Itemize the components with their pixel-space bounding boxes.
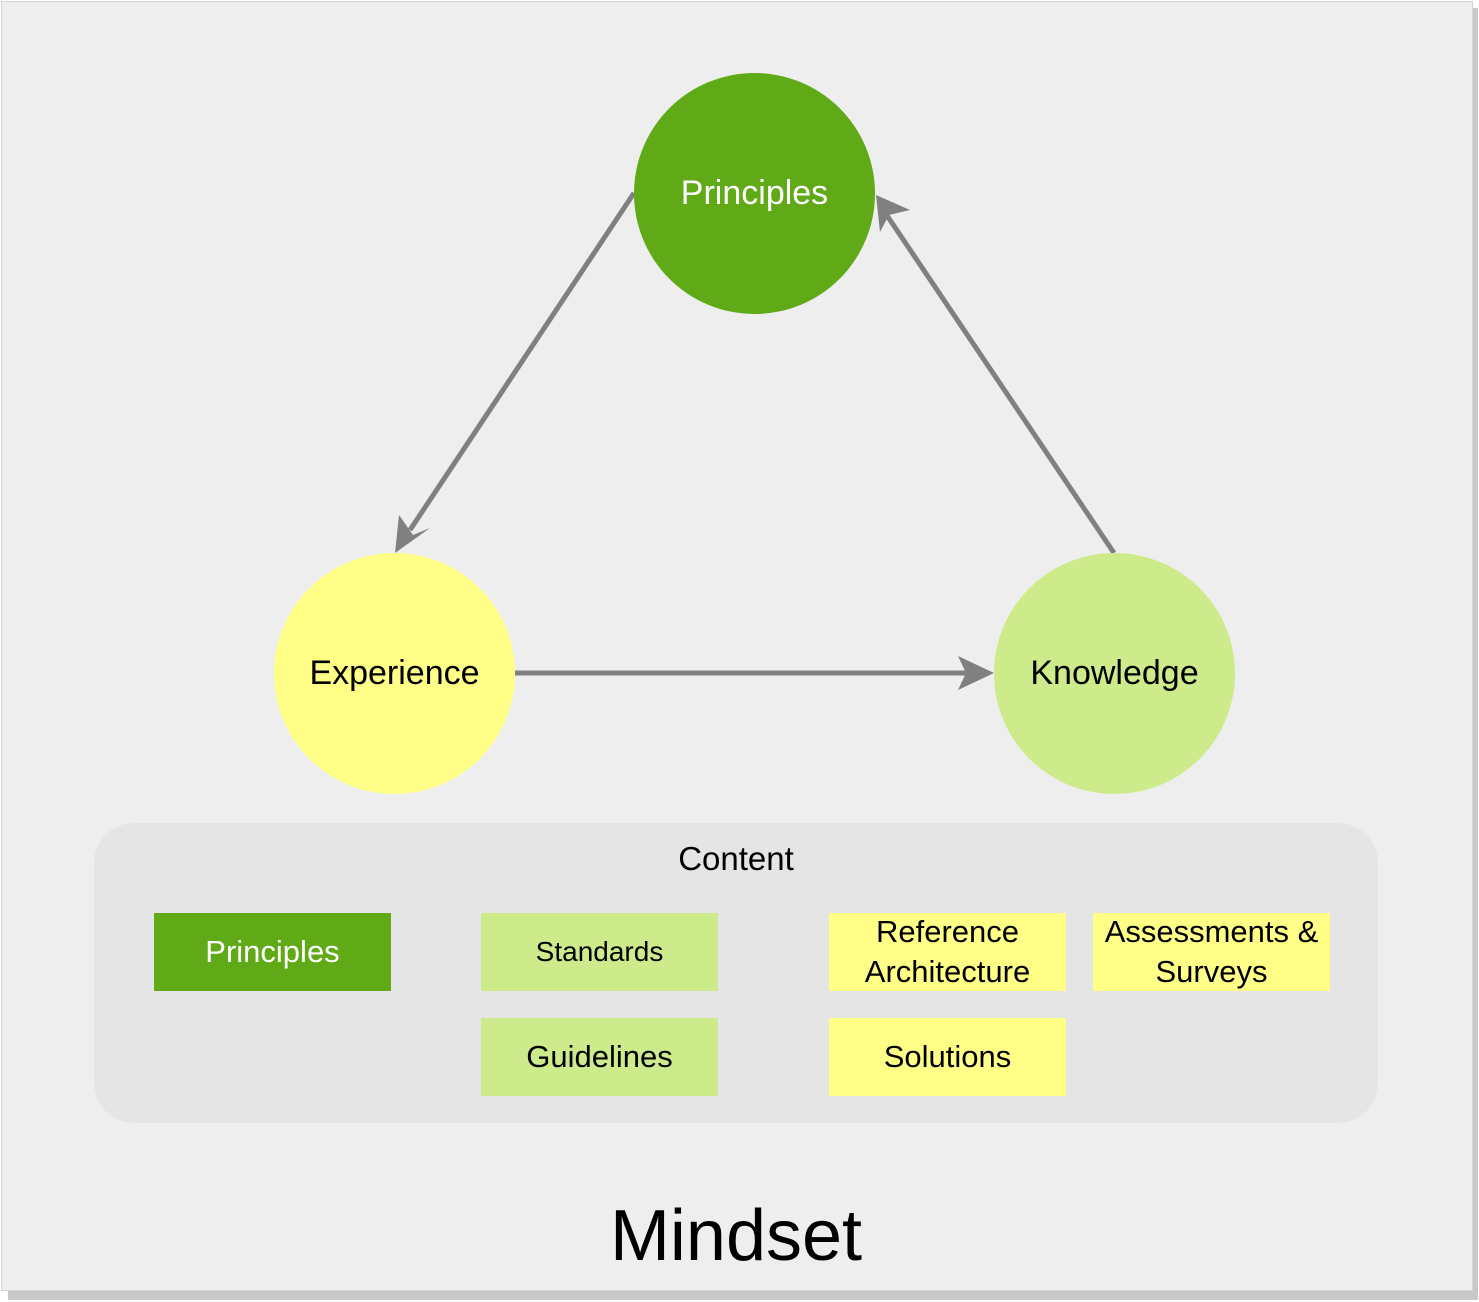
principles-node: Principles [634,73,875,314]
content-reference-architecture-box: Reference Architecture [829,913,1066,991]
content-title: Content [678,840,794,877]
mindset-title: Mindset [609,1196,863,1276]
arrow-knowledge-to-principles [883,212,1117,555]
knowledge-node: Knowledge [994,553,1235,794]
content-standards-box: Standards [481,913,718,991]
arrowhead-knowledge [958,656,994,690]
content-guidelines-box: Guidelines [481,1018,718,1096]
arrowhead-experience [395,515,430,553]
content-solutions-box: Solutions [829,1018,1066,1096]
content-assessments-surveys-box: Assessments & Surveys [1093,913,1330,991]
content-principles-box: Principles [154,913,391,991]
arrowhead-principles [876,195,910,232]
arrow-principles-to-experience [407,191,637,532]
experience-node: Experience [274,553,515,794]
